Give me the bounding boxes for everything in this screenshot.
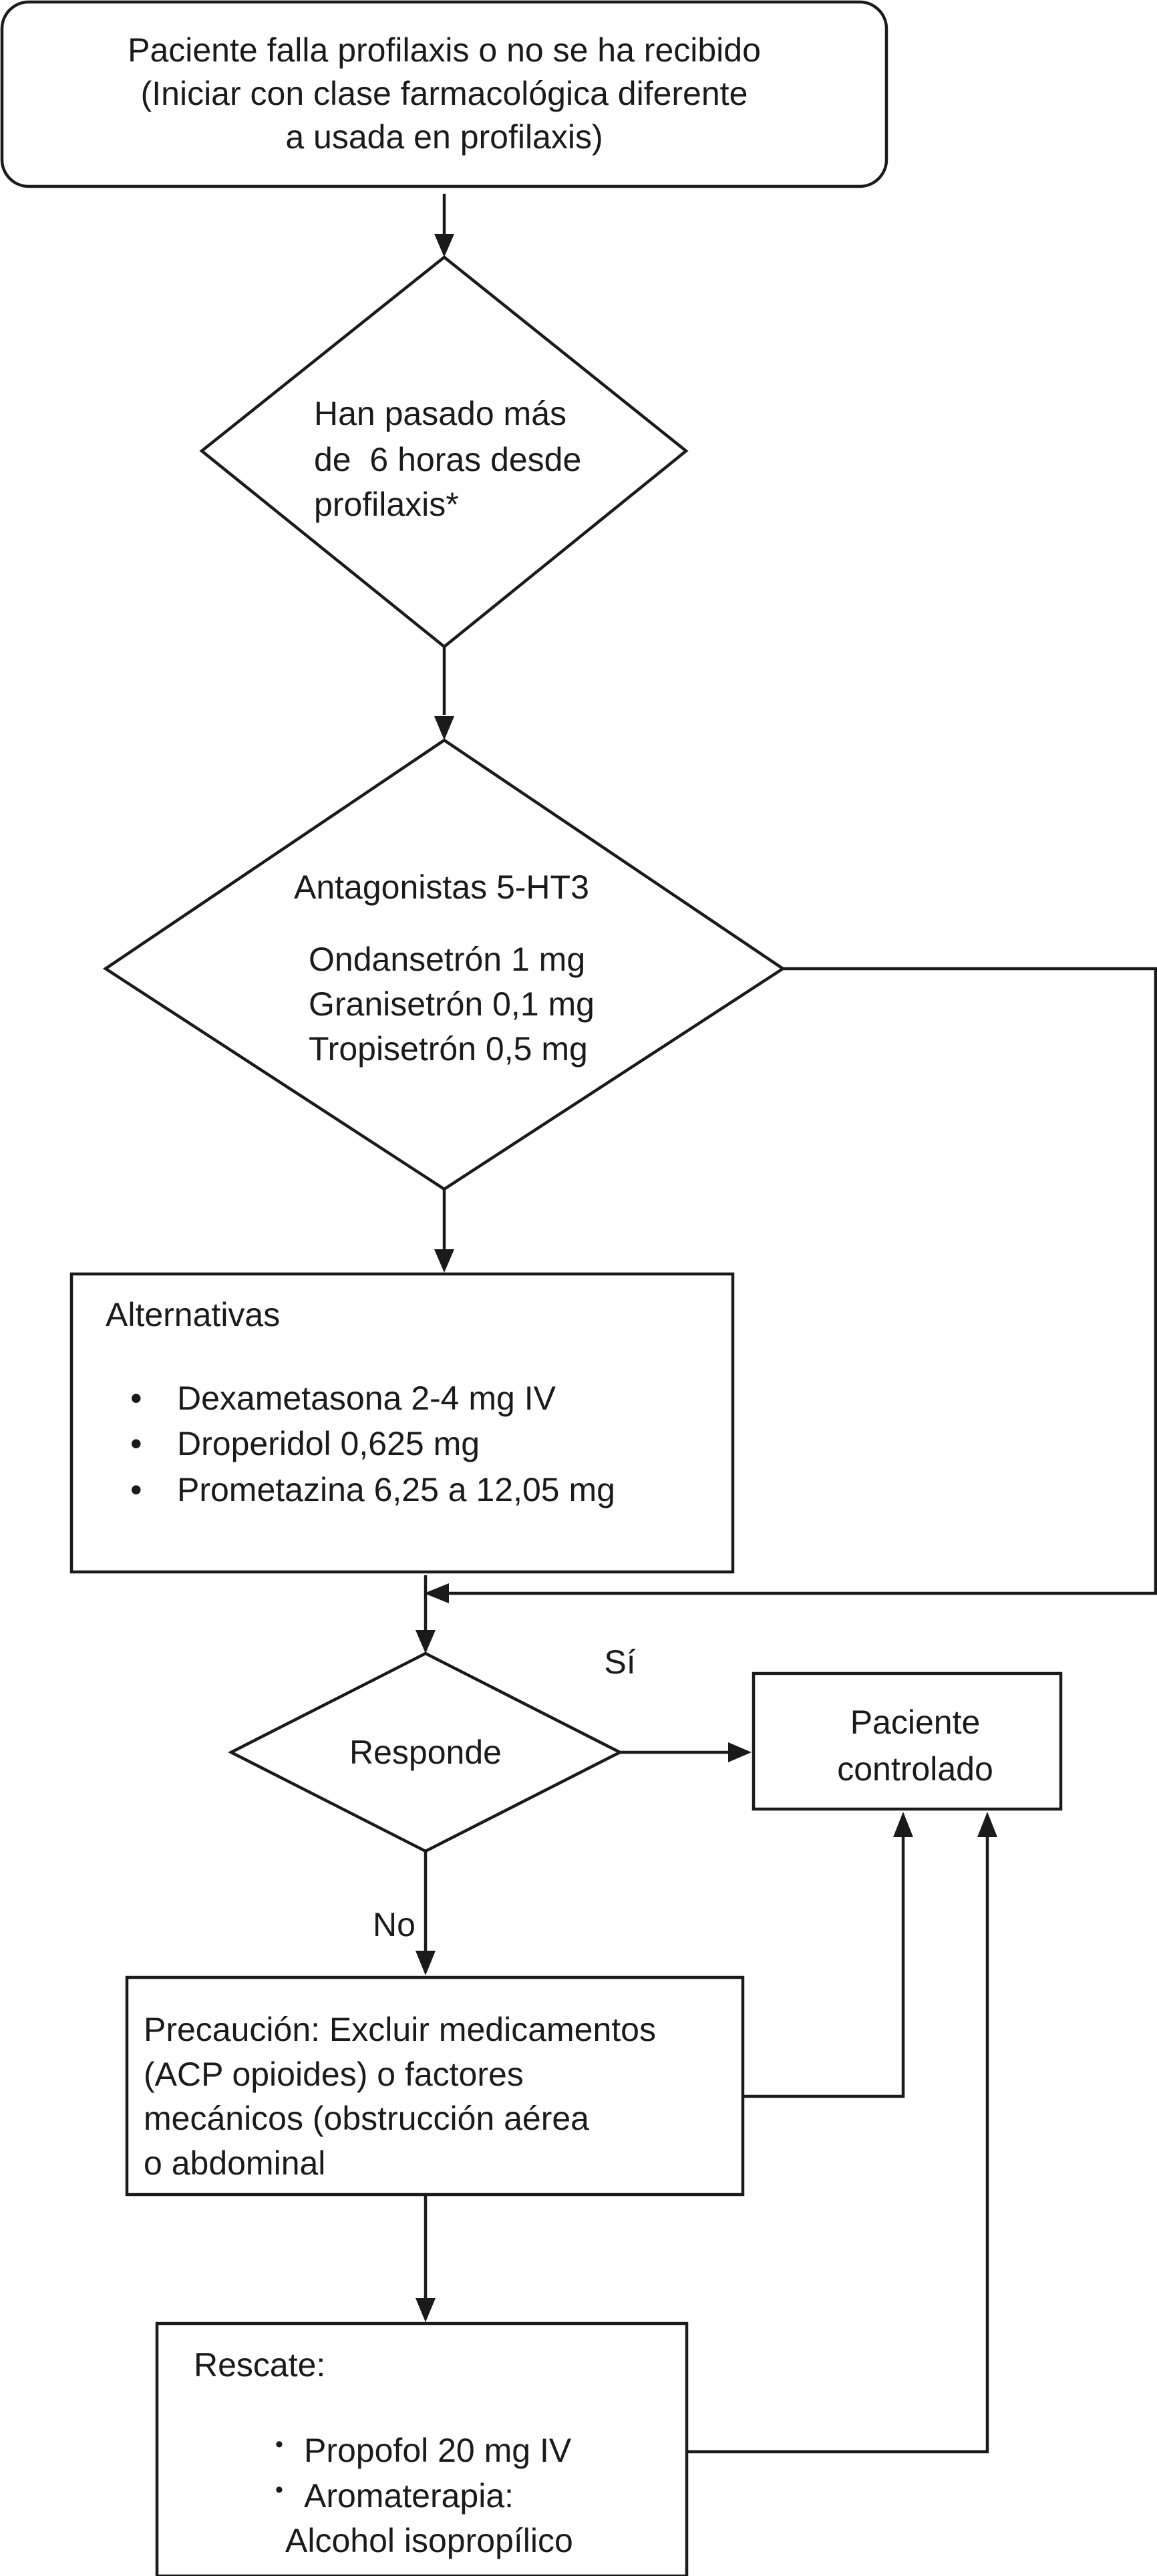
bullet: • xyxy=(130,1471,142,1508)
decision-time-line-1: Han pasado más xyxy=(314,395,566,432)
alternative-item: Droperidol 0,625 mg xyxy=(177,1425,480,1462)
arrowhead xyxy=(728,1742,752,1762)
decision-time-line-3: profilaxis* xyxy=(314,486,459,523)
arrowhead xyxy=(416,2298,436,2322)
arrowhead xyxy=(434,234,454,257)
precaution-node: Precaución: Excluir medicamentos (ACP op… xyxy=(125,1975,745,2197)
decision-time-line-2: de 6 horas desde xyxy=(314,441,581,478)
start-box xyxy=(0,0,888,188)
rescue-item-continuation: Alcohol isopropílico xyxy=(285,2522,573,2559)
arrowhead xyxy=(977,1812,997,1837)
decision-responde-node: Responde xyxy=(228,1651,623,1853)
rescue-box xyxy=(155,2321,689,2576)
decision-responde-label: Responde xyxy=(349,1734,502,1771)
rescue-title: Rescate: xyxy=(194,2346,325,2384)
alternatives-box xyxy=(69,1272,735,1574)
controlled-node: Paciente controlado xyxy=(752,1671,1063,1811)
precaution-line-1: Precaución: Excluir medicamentos xyxy=(144,2011,656,2048)
precaution-line-2: (ACP opioides) o factores xyxy=(144,2056,524,2093)
bullet: • xyxy=(130,1380,142,1417)
bullet: • xyxy=(275,2477,283,2503)
drug-item: Ondansetrón 1 mg xyxy=(309,941,585,978)
arrowhead xyxy=(416,1951,436,1975)
arrowhead xyxy=(424,1583,449,1603)
controlled-line-1: Paciente xyxy=(850,1704,981,1741)
drug-item: Granisetrón 0,1 mg xyxy=(309,985,595,1023)
controlled-line-2: controlado xyxy=(837,1750,993,1788)
bullet: • xyxy=(130,1425,142,1462)
drug-item: Tropisetrón 0,5 mg xyxy=(309,1030,588,1068)
rescue-node: Rescate: • Propofol 20 mg IV • Aromatera… xyxy=(155,2321,689,2576)
connector-rescue-to-controlled xyxy=(687,1837,989,2454)
connector-precaution-to-controlled xyxy=(743,1837,905,2098)
bullet: • xyxy=(275,2432,283,2457)
precaution-line-4: o abdominal xyxy=(144,2144,325,2182)
alternative-item: Dexametasona 2-4 mg IV xyxy=(177,1380,556,1417)
alternative-item: Prometazina 6,25 a 12,05 mg xyxy=(177,1471,615,1508)
arrowhead xyxy=(434,716,454,740)
rescue-item: Aromaterapia: xyxy=(304,2477,514,2515)
precaution-line-3: mecánicos (obstrucción aérea xyxy=(144,2100,589,2137)
decision-time-node: Han pasado más de 6 horas desde profilax… xyxy=(199,255,689,649)
arrowhead xyxy=(893,1812,913,1837)
yes-label: Sí xyxy=(604,1643,635,1681)
arrowhead xyxy=(416,1630,436,1653)
start-text-line-3: a usada en profilaxis) xyxy=(285,118,603,156)
alternatives-node: Alternativas • Dexametasona 2-4 mg IV • … xyxy=(69,1272,735,1574)
start-text-line-2: (Iniciar con clase farmacológica diferen… xyxy=(141,75,748,112)
alternatives-title: Alternativas xyxy=(106,1296,280,1333)
controlled-box xyxy=(752,1671,1063,1811)
start-text-line-1: Paciente falla profilaxis o no se ha rec… xyxy=(128,31,761,69)
connector-5ht3-bypass xyxy=(441,967,1157,1595)
decision-5ht3-title: Antagonistas 5-HT3 xyxy=(294,868,589,906)
decision-5ht3-node: Antagonistas 5-HT3 Ondansetrón 1 mg Gran… xyxy=(102,738,786,1191)
start-node: Paciente falla profilaxis o no se ha rec… xyxy=(0,0,888,188)
arrowhead xyxy=(434,1249,454,1273)
rescue-item: Propofol 20 mg IV xyxy=(304,2432,572,2469)
no-label: No xyxy=(373,1906,416,1943)
precaution-box xyxy=(125,1975,745,2197)
